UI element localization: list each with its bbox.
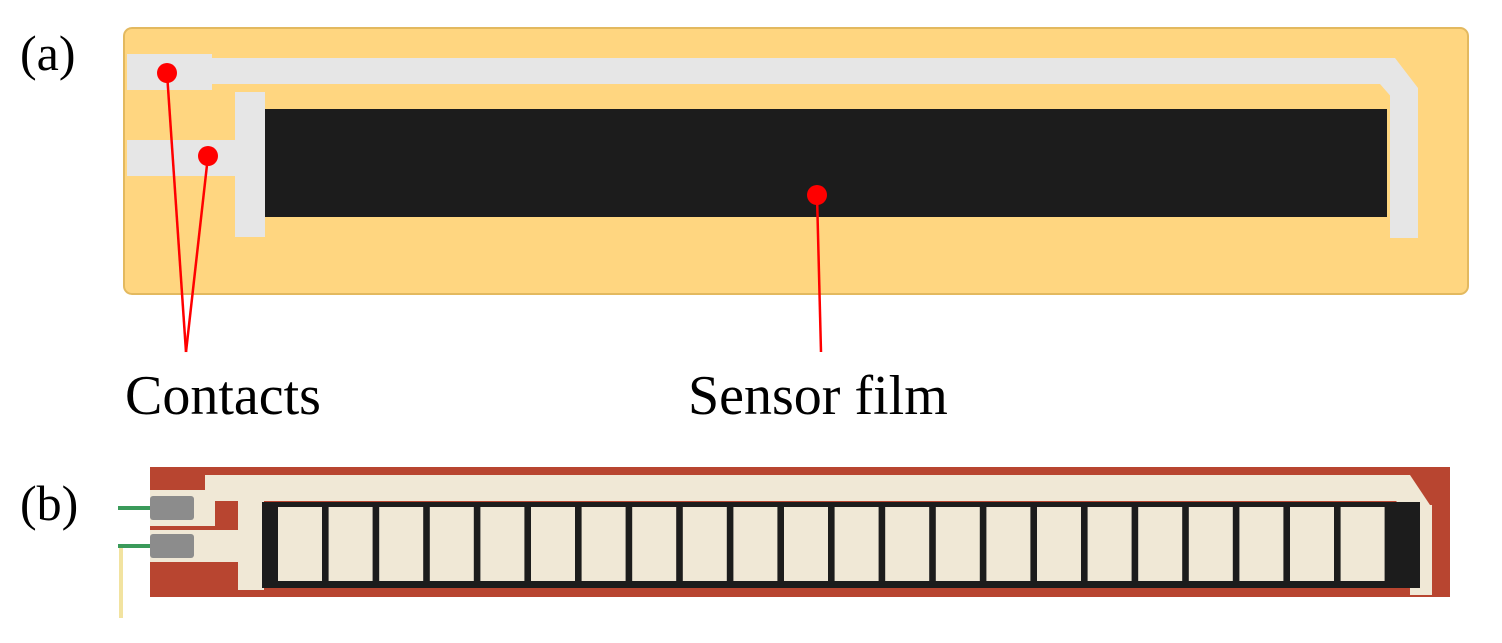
sensor-cell (328, 507, 373, 581)
panel-a-label: (a) (20, 25, 76, 81)
sensor-cell (1188, 507, 1233, 581)
contact-pad-bottom (127, 140, 237, 176)
contact-marker-bottom (198, 146, 218, 166)
sensor-cell (480, 507, 525, 581)
sensor-cell (733, 507, 778, 581)
sensor-cell (1087, 507, 1132, 581)
sensor-cell (834, 507, 879, 581)
sensor-cell (784, 507, 828, 581)
contacts-leader-2 (184, 155, 210, 353)
sensor-film-a (265, 109, 1387, 217)
markers-a (157, 63, 827, 205)
callout-lines-a (165, 72, 823, 353)
sensor-cell (531, 507, 575, 581)
sensor-film-leader (815, 194, 823, 353)
contacts-leader-1 (165, 72, 188, 353)
sensor-cell (379, 507, 424, 581)
lead-wires (118, 506, 152, 618)
electrode-left (235, 92, 265, 237)
sensor-film-marker (807, 185, 827, 205)
sensor-cell (1037, 507, 1081, 581)
trace-b-top (205, 475, 1405, 501)
sensor-cell (632, 507, 677, 581)
pin-top (150, 496, 194, 520)
sensor-cell (885, 507, 930, 581)
sensor-cell (278, 507, 322, 581)
contacts-label: Contacts (125, 365, 321, 427)
sensor-cell (986, 507, 1031, 581)
trace-top (205, 58, 1395, 84)
sensor-cell (682, 507, 727, 581)
contact-marker-top (157, 63, 177, 83)
sensor-cell (429, 507, 474, 581)
connector-pins (150, 496, 194, 558)
electrode-b-left (238, 500, 264, 590)
sensor-film-label: Sensor film (688, 365, 948, 427)
sensor-cell (1290, 507, 1334, 581)
sensor-cell (1138, 507, 1183, 581)
sensor-cell (1340, 507, 1385, 581)
panel-a: (a) (20, 25, 1469, 427)
panel-b-label: (b) (20, 475, 78, 531)
sensor-cell (1239, 507, 1284, 581)
sensor-cells (278, 507, 1385, 581)
sensor-cell (581, 507, 626, 581)
pin-bottom (150, 534, 194, 558)
sensor-cell (935, 507, 980, 581)
traces-a (127, 54, 1418, 238)
electrode-right (1390, 88, 1418, 238)
panel-b: (b) (20, 467, 1450, 618)
